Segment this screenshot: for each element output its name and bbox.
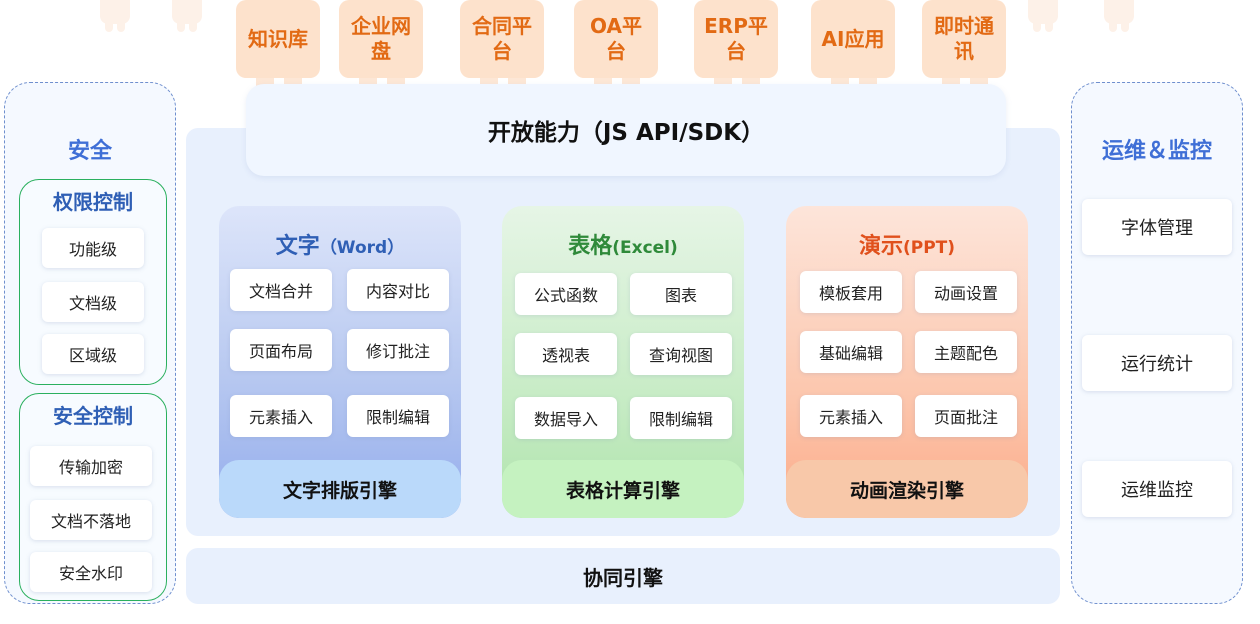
- faded-plug-icon: [1104, 0, 1134, 32]
- plugin-oa-platform: OA平台: [574, 0, 658, 104]
- cell-theme-colors: 主题配色: [915, 331, 1017, 373]
- cell-formula-functions: 公式函数: [515, 273, 617, 315]
- plugin-label: 知识库: [236, 0, 320, 78]
- excel-calculation-engine: 表格计算引擎: [502, 460, 744, 518]
- excel-column-title: 表格(Excel): [502, 228, 744, 260]
- chip-function-level: 功能级: [42, 228, 144, 268]
- chip-font-management: 字体管理: [1082, 199, 1232, 255]
- cell-revision-comments: 修订批注: [347, 329, 449, 371]
- ops-title: 运维＆监控: [1101, 139, 1212, 164]
- word-column: 文字（Word） 文档合并 内容对比 页面布局 修订批注 元素插入 限制编辑 文…: [219, 206, 461, 518]
- cell-query-view: 查询视图: [630, 333, 732, 375]
- ppt-subtitle: (PPT): [902, 238, 956, 258]
- cell-page-comments: 页面批注: [915, 395, 1017, 437]
- excel-subtitle: (Excel): [612, 238, 678, 258]
- security-control-title: 安全控制: [53, 404, 133, 428]
- ppt-column-title: 演示(PPT): [786, 228, 1028, 260]
- cell-template-apply: 模板套用: [800, 271, 902, 313]
- collaboration-engine-bar: 协同引擎: [186, 548, 1060, 604]
- word-title: 文字: [275, 234, 320, 259]
- plugin-knowledge-base: 知识库: [236, 0, 320, 104]
- chip-runtime-statistics: 运行统计: [1082, 335, 1232, 391]
- cell-content-compare: 内容对比: [347, 269, 449, 311]
- security-panel: 安全 权限控制 功能级 文档级 区域级 安全控制 传输加密 文档不落地 安全水印: [4, 82, 176, 604]
- cell-data-import: 数据导入: [515, 397, 617, 439]
- plugin-label: OA平台: [574, 0, 658, 78]
- ppt-animation-render-engine: 动画渲染引擎: [786, 460, 1028, 518]
- ppt-column: 演示(PPT) 模板套用 动画设置 基础编辑 主题配色 元素插入 页面批注 动画…: [786, 206, 1028, 518]
- plugin-label: 合同平台: [460, 0, 544, 78]
- cell-restrict-editing: 限制编辑: [347, 395, 449, 437]
- chip-document-level: 文档级: [42, 282, 144, 322]
- excel-column: 表格(Excel) 公式函数 图表 透视表 查询视图 数据导入 限制编辑 表格计…: [502, 206, 744, 518]
- faded-plug-icon: [172, 0, 202, 32]
- cell-page-layout: 页面布局: [230, 329, 332, 371]
- plugin-label: 即时通讯: [922, 0, 1006, 78]
- chip-security-watermark: 安全水印: [30, 552, 152, 592]
- ppt-title: 演示: [858, 234, 903, 259]
- cell-element-insert: 元素插入: [230, 395, 332, 437]
- permission-control-group: 权限控制 功能级 文档级 区域级: [19, 179, 167, 385]
- faded-plug-icon: [1028, 0, 1058, 32]
- plugin-label: AI应用: [811, 0, 895, 78]
- security-control-group: 安全控制 传输加密 文档不落地 安全水印: [19, 393, 167, 601]
- cell-pivot-table: 透视表: [515, 333, 617, 375]
- chip-ops-monitoring: 运维监控: [1082, 461, 1232, 517]
- security-title: 安全: [67, 139, 112, 164]
- cell-document-merge: 文档合并: [230, 269, 332, 311]
- cell-element-insert: 元素插入: [800, 395, 902, 437]
- cell-animation-settings: 动画设置: [915, 271, 1017, 313]
- chip-region-level: 区域级: [42, 334, 144, 374]
- cell-chart: 图表: [630, 273, 732, 315]
- plugin-label: ERP平台: [694, 0, 778, 78]
- word-typesetting-engine: 文字排版引擎: [219, 460, 461, 518]
- open-capability-bar: 开放能力（JS API/SDK）: [246, 84, 1006, 176]
- cell-basic-editing: 基础编辑: [800, 331, 902, 373]
- word-column-title: 文字（Word）: [219, 228, 461, 260]
- excel-title: 表格: [568, 234, 613, 259]
- word-subtitle: （Word）: [319, 238, 405, 258]
- plugin-erp-platform: ERP平台: [694, 0, 778, 104]
- ops-monitoring-panel: 运维＆监控 字体管理 运行统计 运维监控: [1071, 82, 1243, 604]
- permission-control-title: 权限控制: [53, 190, 133, 214]
- cell-restrict-editing: 限制编辑: [630, 397, 732, 439]
- chip-transport-encryption: 传输加密: [30, 446, 152, 486]
- chip-no-local-document: 文档不落地: [30, 500, 152, 540]
- faded-plug-icon: [100, 0, 130, 32]
- plugin-label: 企业网盘: [339, 0, 423, 78]
